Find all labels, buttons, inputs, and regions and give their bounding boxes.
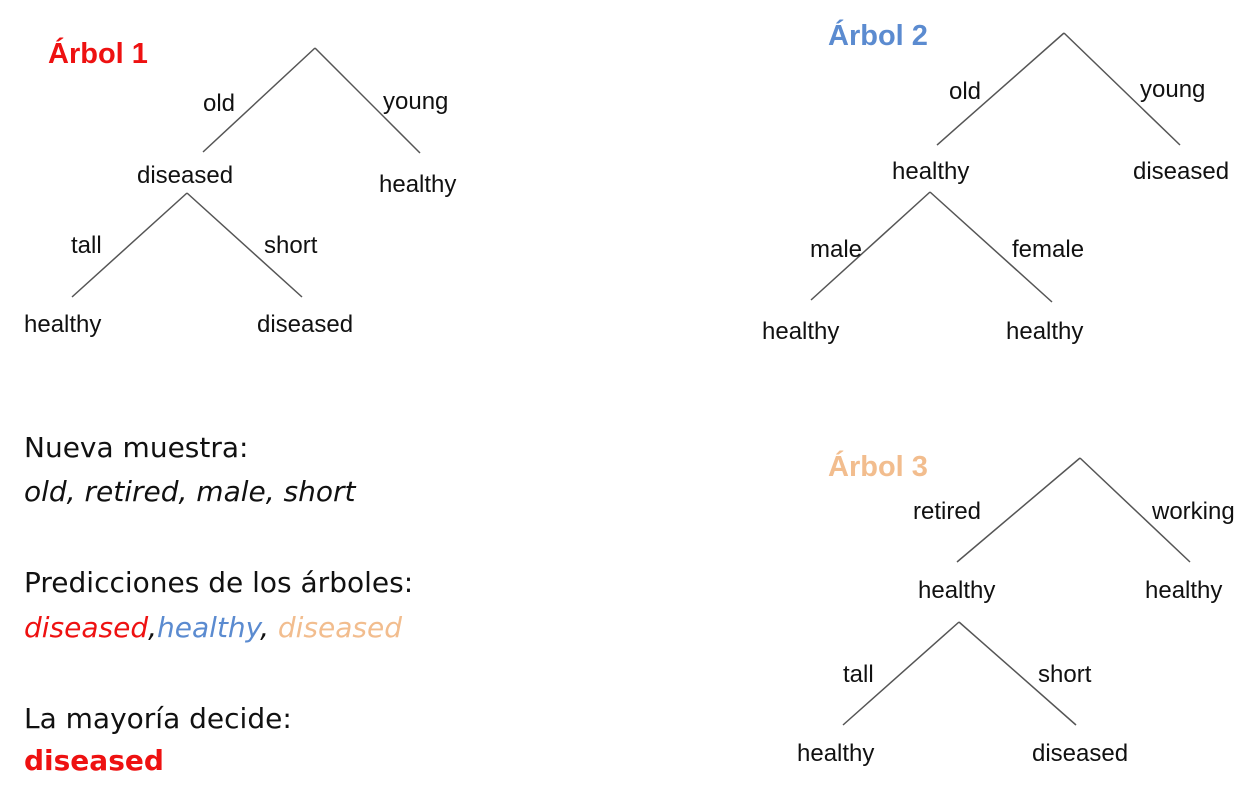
tree3-leaf-diseased: diseased [1032, 740, 1129, 767]
tree3-edge-short-label: short [1038, 661, 1092, 688]
tree1-edge-young [314, 47, 421, 154]
tree1-edge-tall [71, 192, 188, 298]
tree2-edge-old [936, 32, 1065, 146]
tree1-node-diseased: diseased [137, 162, 234, 189]
tree2-leaf-healthy-right: healthy [1006, 318, 1084, 345]
prediction-tree1: diseased [24, 611, 149, 644]
tree3-leaf-healthy: healthy [797, 740, 875, 767]
tree3-edge-working-label: working [1152, 498, 1235, 525]
tree1-edge-short [186, 192, 303, 298]
tree2-leaf-diseased-right: diseased [1133, 158, 1230, 185]
tree2-edge-old-label: old [949, 78, 982, 105]
tree3-title: Árbol 3 [828, 451, 928, 483]
tree2-edge-male-label: male [810, 236, 863, 263]
prediction-separator-1: , [148, 611, 158, 644]
tree2-leaf-healthy-left: healthy [762, 318, 840, 345]
tree3-edge-short [958, 621, 1077, 726]
tree1-edge-tall-label: tall [71, 232, 102, 259]
tree2-title: Árbol 2 [828, 20, 928, 52]
majority-heading: La mayoría decide: [24, 702, 292, 735]
tree3-edge-tall-label: tall [843, 661, 874, 688]
tree2-edge-young [1063, 32, 1181, 146]
sample-values: old, retired, male, short [24, 475, 356, 508]
tree2-edge-female-label: female [1012, 236, 1085, 263]
tree3-edge-tall [842, 621, 960, 726]
prediction-tree3: diseased [277, 611, 402, 644]
majority-result: diseased [24, 744, 164, 777]
tree3-edge-retired [956, 457, 1081, 563]
prediction-separator-2: , [260, 611, 269, 644]
tree1-leaf-diseased: diseased [257, 311, 354, 338]
tree1-edge-old [202, 47, 316, 153]
prediction-tree2: healthy [157, 611, 261, 644]
tree3-edge-working [1079, 457, 1191, 563]
tree1-edge-short-label: short [264, 232, 318, 259]
tree3-node-healthy: healthy [918, 577, 996, 604]
tree1-title: Árbol 1 [48, 38, 148, 70]
tree1-leaf-healthy: healthy [24, 311, 102, 338]
tree1-edge-young-label: young [383, 88, 449, 115]
tree2-edge-female [929, 191, 1053, 303]
predictions-heading: Predicciones de los árboles: [24, 566, 414, 599]
sample-heading: Nueva muestra: [24, 431, 249, 464]
tree1-edge-old-label: old [203, 90, 236, 117]
tree2-edge-male [810, 191, 931, 301]
tree3-edge-retired-label: retired [913, 498, 982, 525]
tree1-leaf-healthy-right: healthy [379, 171, 457, 198]
predictions-line: diseased,healthy, diseased [24, 614, 402, 642]
tree2-node-healthy: healthy [892, 158, 970, 185]
tree2-edge-young-label: young [1140, 76, 1206, 103]
tree3-leaf-healthy-right: healthy [1145, 577, 1223, 604]
